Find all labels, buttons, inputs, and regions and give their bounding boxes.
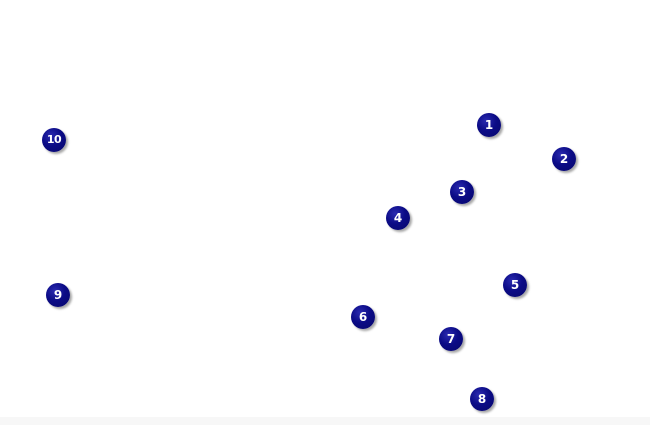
marker-1[interactable]: 1 [477,113,501,137]
marker-6[interactable]: 6 [351,305,375,329]
marker-2[interactable]: 2 [552,147,576,171]
bottom-strip [0,417,650,425]
marker-8[interactable]: 8 [470,387,494,411]
marker-9[interactable]: 9 [46,283,70,307]
marker-10[interactable]: 10 [42,128,66,152]
marker-4[interactable]: 4 [386,206,410,230]
marker-7[interactable]: 7 [439,327,463,351]
marker-3[interactable]: 3 [450,180,474,204]
marker-5[interactable]: 5 [503,273,527,297]
